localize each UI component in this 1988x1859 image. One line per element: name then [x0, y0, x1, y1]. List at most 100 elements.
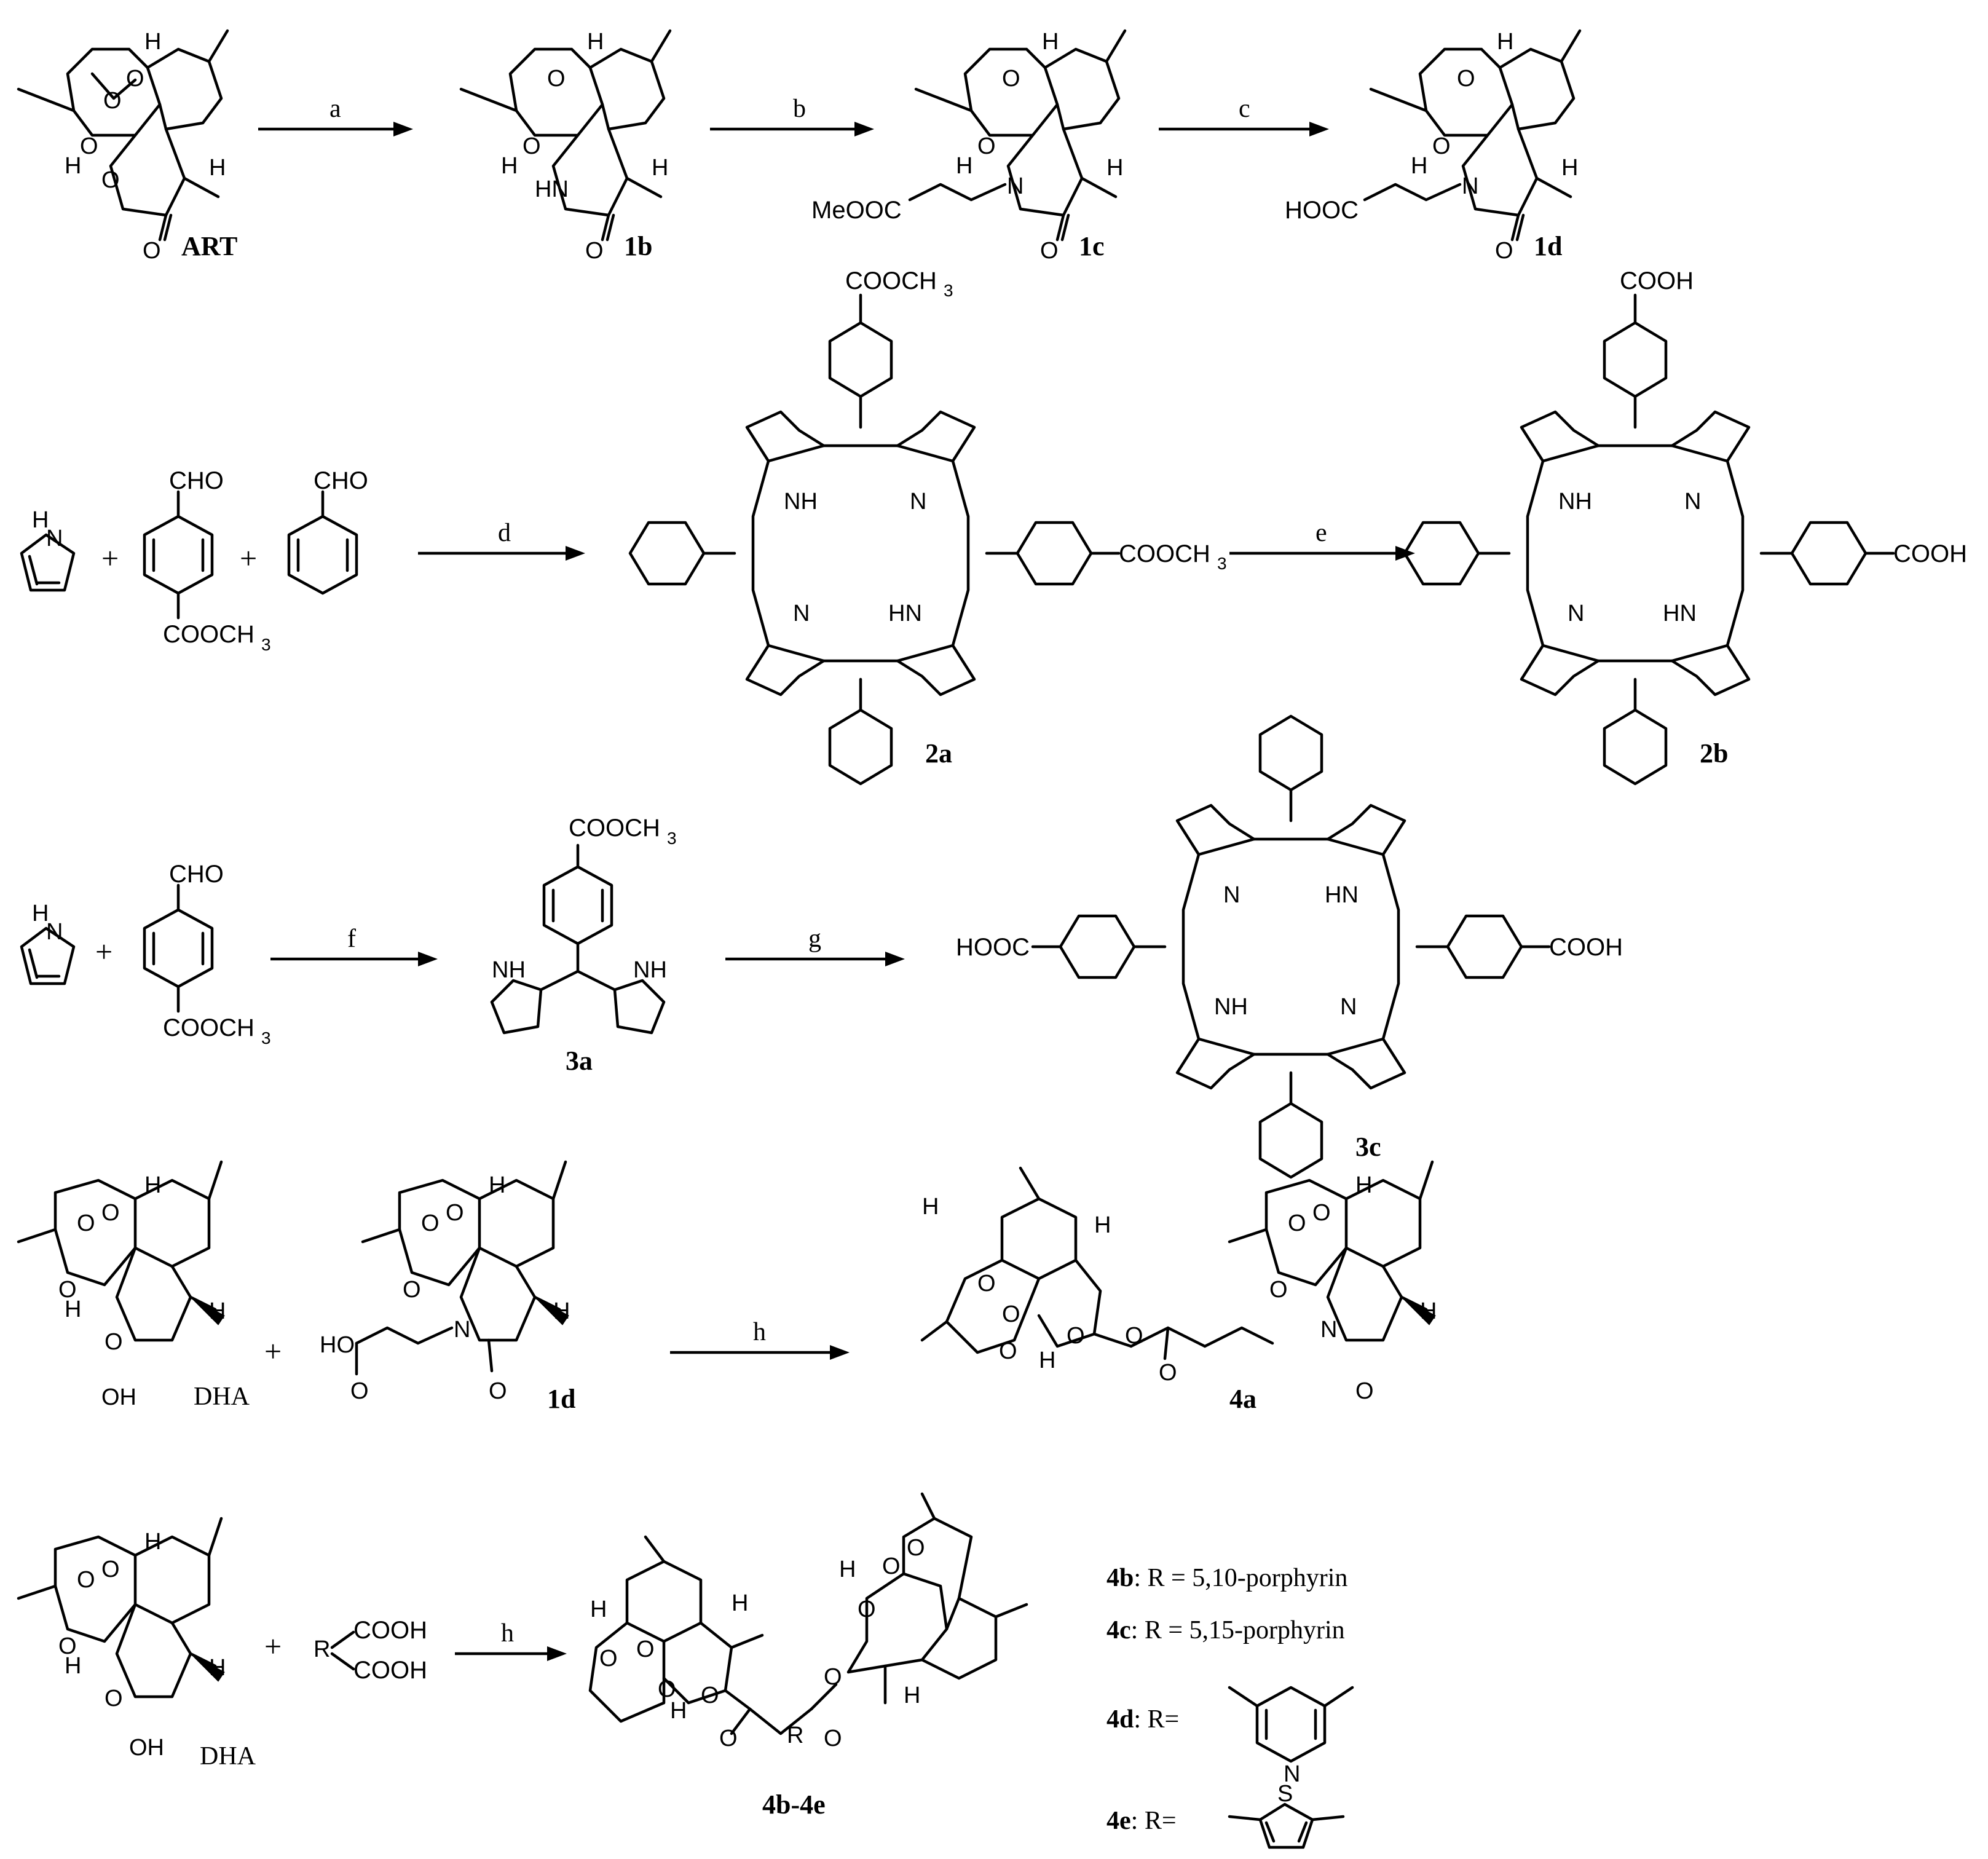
svg-text:O: O [999, 1338, 1017, 1364]
svg-text:H: H [1561, 155, 1578, 181]
thiophene-2-5-diyl: S [1228, 1781, 1345, 1849]
svg-text:H: H [590, 1597, 607, 1622]
svg-text:O: O [977, 1271, 996, 1297]
svg-text:COOCH: COOCH [163, 621, 254, 648]
svg-text:N: N [1462, 173, 1478, 199]
svg-text:O: O [1125, 1323, 1143, 1349]
svg-text:a: a [329, 95, 341, 123]
svg-text:O: O [1159, 1360, 1177, 1386]
svg-text:O: O [1495, 238, 1513, 264]
svg-text:HOOC: HOOC [956, 934, 1030, 961]
svg-text:COOH: COOH [1549, 934, 1623, 961]
svg-text:h: h [753, 1318, 766, 1346]
svg-text:H: H [652, 155, 668, 181]
svg-text:O: O [1002, 1301, 1020, 1327]
svg-text:HOOC: HOOC [1285, 197, 1359, 224]
svg-text:O: O [824, 1726, 842, 1751]
structure-4b-4e: O O O H O O R O O O O O H H H H 4b-4e [588, 1492, 1028, 1820]
svg-text:H: H [501, 153, 518, 179]
svg-text:HO: HO [320, 1332, 355, 1358]
compound-2a-label: 2a [925, 738, 952, 768]
structure-1b: O O H HN O H H 1b [459, 29, 672, 264]
svg-text:H: H [65, 153, 81, 179]
svg-text:OH: OH [101, 1384, 136, 1410]
svg-text:N: N [1684, 489, 1701, 515]
svg-text:HN: HN [535, 176, 569, 202]
svg-text:e: e [1315, 519, 1327, 547]
arrow-b: b [710, 95, 874, 136]
svg-text:O: O [80, 133, 98, 159]
svg-text:O: O [101, 167, 120, 193]
svg-text:O: O [977, 133, 996, 159]
svg-text:NH: NH [492, 957, 526, 983]
svg-text:HN: HN [888, 601, 922, 626]
structure-pyrrole-1: H N [20, 507, 76, 592]
svg-text:H: H [839, 1557, 856, 1582]
compound-dha-label: DHA [200, 1742, 256, 1770]
svg-text:NH: NH [1214, 994, 1248, 1020]
svg-text:O: O [103, 88, 122, 114]
svg-text:N: N [1320, 1317, 1337, 1343]
svg-text:H: H [553, 1298, 570, 1324]
compound-1b-label: 1b [624, 231, 652, 261]
svg-text:N: N [793, 601, 810, 626]
svg-text:O: O [882, 1553, 901, 1579]
svg-text:h: h [501, 1619, 514, 1648]
svg-text:NH: NH [633, 957, 667, 983]
svg-text:g: g [808, 925, 821, 953]
structure-diacid: R COOH COOH [314, 1617, 427, 1684]
plus-sign: + [101, 541, 119, 575]
svg-text:O: O [143, 238, 161, 264]
svg-text:H: H [1355, 1172, 1372, 1198]
structure-pyrrole-2: H N [20, 901, 76, 985]
svg-text:O: O [907, 1535, 925, 1561]
svg-text:O: O [446, 1200, 464, 1226]
svg-text:COOCH: COOCH [569, 815, 660, 842]
svg-text:H: H [65, 1653, 81, 1679]
svg-text:O: O [350, 1378, 369, 1404]
svg-text:H: H [670, 1698, 687, 1724]
svg-text:H: H [144, 1529, 161, 1555]
compound-1d-label: 1d [1534, 231, 1562, 261]
svg-text:N: N [46, 919, 63, 945]
plus-sign: + [240, 541, 257, 575]
structure-art: O O O H O O H H ART [17, 29, 237, 264]
svg-text:O: O [599, 1646, 618, 1672]
structure-dha-2: O O O H O OH H H DHA [18, 1518, 256, 1770]
svg-text:H: H [732, 1590, 748, 1616]
row-3: H N + CHO COOCH 3 f [20, 714, 1623, 1179]
svg-text:O: O [58, 1633, 77, 1659]
arrow-e: e [1229, 519, 1415, 561]
plus-sign: + [264, 1334, 282, 1368]
svg-text:H: H [1497, 29, 1513, 55]
legend-4c: 4c: R = 5,15-porphyrin [1106, 1616, 1345, 1644]
svg-text:O: O [77, 1210, 95, 1236]
compound-3a-label: 3a [566, 1046, 593, 1076]
svg-text:H: H [32, 901, 49, 926]
svg-text:O: O [1288, 1210, 1306, 1236]
svg-text:O: O [523, 133, 541, 159]
svg-text:3: 3 [261, 635, 271, 654]
compound-dha-label: DHA [194, 1383, 250, 1411]
svg-text:R: R [314, 1636, 330, 1662]
compound-1d-reactant-label: 1d [547, 1384, 575, 1414]
legend-4e: 4e: R= [1106, 1807, 1177, 1835]
svg-text:O: O [105, 1329, 123, 1355]
svg-text:O: O [105, 1686, 123, 1711]
svg-text:CHO: CHO [169, 861, 224, 888]
svg-text:H: H [956, 153, 972, 179]
structure-2a: NH N N HN COOCH 3 COOCH 3 2a [628, 267, 1227, 786]
svg-text:H: H [904, 1683, 920, 1708]
svg-text:N: N [1340, 994, 1357, 1020]
svg-text:H: H [144, 1172, 161, 1198]
svg-text:H: H [1094, 1212, 1111, 1238]
svg-text:N: N [1007, 173, 1024, 199]
svg-text:O: O [701, 1683, 719, 1708]
svg-text:O: O [101, 1557, 120, 1582]
legend-4b: 4b: R = 5,10-porphyrin [1106, 1564, 1347, 1592]
svg-text:COOCH: COOCH [1119, 540, 1210, 567]
structure-3c: N HN NH N HOOC COOH 3c [956, 714, 1623, 1179]
svg-text:O: O [824, 1664, 842, 1690]
svg-text:O: O [1355, 1378, 1374, 1404]
svg-text:MeOOC: MeOOC [811, 197, 902, 224]
